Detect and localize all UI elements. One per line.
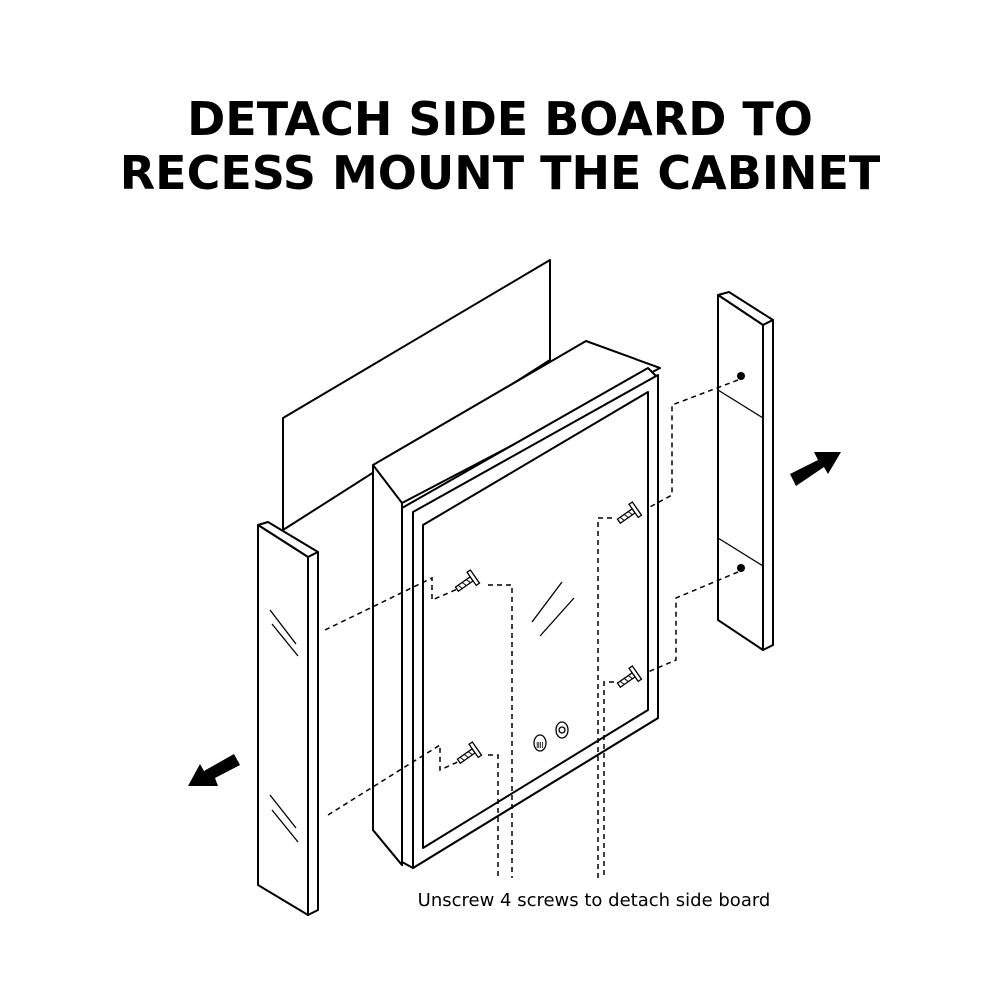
left-side-board [257,521,319,916]
alignment-lines [324,379,739,878]
screw-icon [616,501,643,525]
arrow-icon [188,754,240,786]
title-line-1: DETACH SIDE BOARD TO [187,92,813,146]
screw-icon [616,665,643,689]
screw-icon [454,569,481,593]
svg-text:ⅢI: ⅢI [536,741,544,750]
cabinet-body [372,340,661,866]
instruction-caption: Unscrew 4 screws to detach side board [417,890,771,911]
arrow-icon [790,452,841,486]
title-line-2: RECESS MOUNT THE CABINET [119,146,881,200]
right-side-board [717,291,774,651]
screw-icon [456,741,483,765]
touch-button-icon: ⅢI [533,721,569,752]
screw-hole [737,564,745,572]
page-title: DETACH SIDE BOARD TO RECESS MOUNT THE CA… [0,92,1000,200]
screw-hole [737,372,745,380]
